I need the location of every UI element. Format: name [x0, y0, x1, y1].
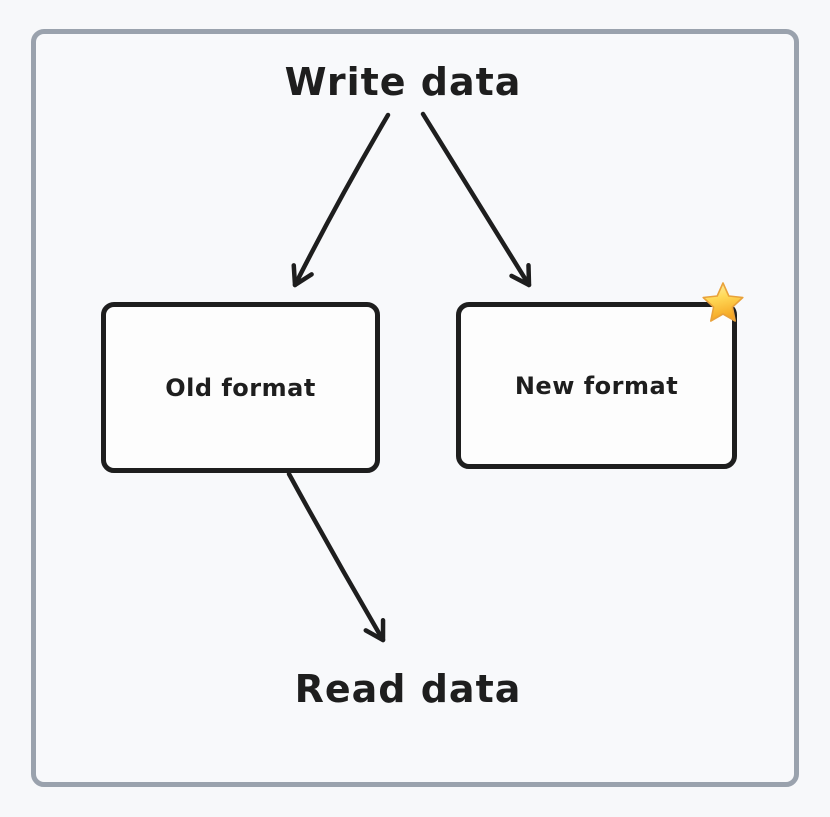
write-data-label: Write data — [284, 60, 522, 104]
node-new-format-label: New format — [514, 371, 679, 400]
node-old-format-label: Old format — [165, 373, 316, 402]
node-old-format: Old format — [101, 302, 380, 473]
node-new-format: New format — [456, 302, 737, 469]
read-data-label: Read data — [294, 667, 522, 711]
